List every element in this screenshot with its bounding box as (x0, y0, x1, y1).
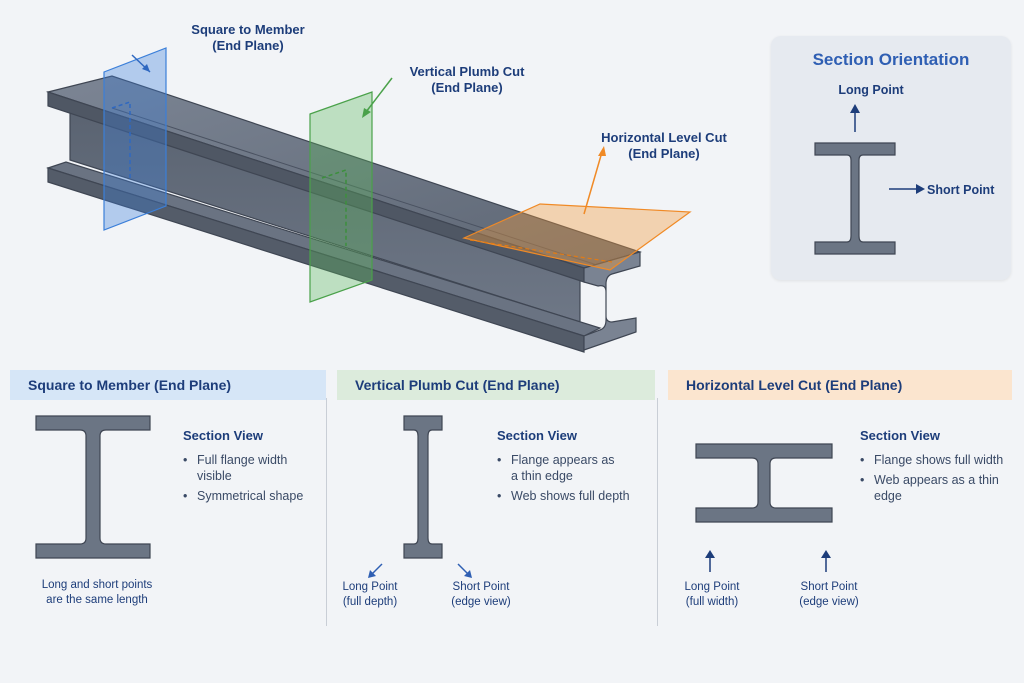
level-long-point-label: Long Point (full width) (684, 581, 740, 608)
arrow-down-left-icon (368, 570, 376, 578)
square-plane (103, 47, 167, 231)
panel-square-bullets: Full flange width visible Symmetrical sh… (183, 452, 313, 508)
plumb-arrows (368, 563, 472, 578)
panel-vertical-plumb: Vertical Plumb Cut (End Plane) (337, 370, 655, 626)
panel-level-header: Horizontal Level Cut (End Plane) (668, 370, 1012, 400)
plumb-short-point-label: Short Point (edge view) (451, 581, 511, 608)
plumb-plane (309, 91, 373, 303)
panel-level-bullet: Flange shows full width (860, 452, 1010, 468)
panel-square-header: Square to Member (End Plane) (10, 370, 326, 400)
callout-level: Horizontal Level Cut (End Plane) (601, 130, 727, 161)
orientation-diagram (814, 104, 925, 255)
level-plane (462, 203, 692, 271)
beam-illustration (45, 47, 692, 353)
section-orientation-title: Section Orientation (812, 50, 970, 69)
level-short-point-label: Short Point (edge view) (799, 581, 859, 608)
section-orientation-card: Section Orientation Long Point Short Poi… (771, 36, 1011, 280)
arrow-right-icon (916, 184, 925, 194)
i-beam-section-icon (814, 142, 896, 255)
panel-divider (326, 398, 327, 626)
square-section-shape (35, 415, 151, 559)
plumb-long-point-label: Long Point (full depth) (342, 581, 398, 608)
callout-plumb: Vertical Plumb Cut (End Plane) (409, 64, 525, 95)
orientation-long-point-label: Long Point (838, 83, 904, 97)
panel-square-section-view-title: Section View (183, 428, 263, 443)
panel-divider (657, 398, 658, 626)
panel-plumb-bullet: Web shows full depth (497, 488, 647, 504)
arrow-up-icon (821, 550, 831, 558)
panel-square-bullet: Symmetrical shape (183, 488, 313, 504)
orientation-short-point-label: Short Point (927, 183, 995, 197)
arrow-up-icon (850, 104, 860, 113)
arrow-down-right-icon (464, 570, 472, 578)
level-arrows (705, 550, 831, 572)
panel-square-note: Long and short points are the same lengt… (41, 579, 153, 606)
panel-square-bullet: Full flange width visible (183, 452, 313, 484)
callout-square: Square to Member (End Plane) (191, 22, 305, 53)
panel-level-bullet: Web appears as a thin edge (860, 472, 1010, 504)
panel-horizontal-level: Horizontal Level Cut (End Plane) (668, 370, 1012, 626)
beam-end-section (583, 251, 641, 351)
plumb-section-shape (403, 415, 443, 559)
panel-level-bullets: Flange shows full width Web appears as a… (860, 452, 1010, 508)
panel-plumb-header: Vertical Plumb Cut (End Plane) (337, 370, 655, 400)
panel-plumb-bullet: Flange appears as a thin edge (497, 452, 647, 484)
panel-square-to-member: Square to Member (End Plane) (10, 370, 326, 626)
panel-plumb-section-view-title: Section View (497, 428, 577, 443)
arrow-up-icon (705, 550, 715, 558)
level-section-shape (695, 443, 833, 523)
panel-plumb-bullets: Flange appears as a thin edge Web shows … (497, 452, 647, 508)
panel-level-section-view-title: Section View (860, 428, 940, 443)
